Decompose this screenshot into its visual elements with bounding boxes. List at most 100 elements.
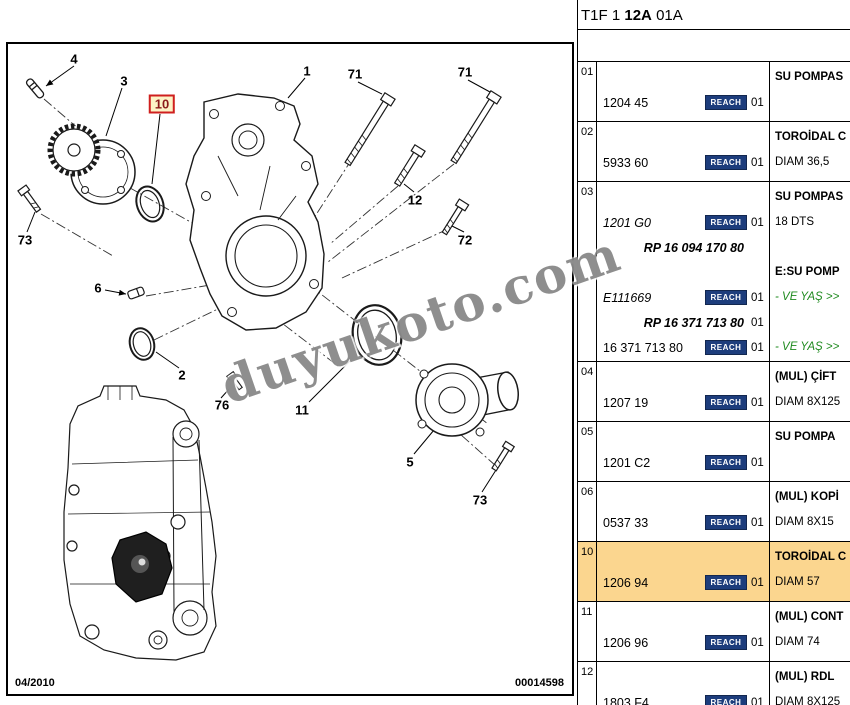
part-number: 0537 33 bbox=[603, 515, 649, 530]
reach-badge[interactable]: REACH bbox=[705, 340, 747, 355]
quantity: 01 bbox=[751, 316, 764, 329]
stud-4 bbox=[25, 78, 45, 99]
quantity: 01 bbox=[751, 696, 764, 705]
part-description: (MUL) KOPİ bbox=[775, 491, 839, 503]
part-line: 1207 19 REACH 01 bbox=[597, 390, 769, 415]
callout-73[interactable]: 73 bbox=[472, 492, 488, 508]
row-ref: 06 bbox=[578, 482, 597, 541]
bolt-73-left bbox=[17, 184, 42, 213]
part-line bbox=[597, 65, 769, 90]
part-number: 1201 G0 bbox=[603, 215, 651, 230]
leader-lines bbox=[26, 65, 497, 493]
part-description: SU POMPA bbox=[775, 431, 836, 443]
part-description bbox=[770, 235, 850, 260]
reach-badge[interactable]: REACH bbox=[705, 575, 747, 590]
callout-5[interactable]: 5 bbox=[406, 454, 414, 470]
part-description: DIAM 8X125 bbox=[775, 696, 841, 705]
header-gap bbox=[578, 30, 850, 61]
part-description: DIAM 8X15 bbox=[775, 516, 834, 528]
callout-71[interactable]: 71 bbox=[347, 66, 363, 82]
bolt-72 bbox=[441, 198, 470, 236]
reach-badge[interactable]: REACH bbox=[705, 290, 747, 305]
bolt-71-a bbox=[344, 91, 396, 167]
callout-4[interactable]: 4 bbox=[70, 51, 78, 67]
reach-badge[interactable]: REACH bbox=[705, 455, 747, 470]
callout-11[interactable]: 11 bbox=[295, 402, 309, 418]
reach-badge[interactable]: REACH bbox=[705, 395, 747, 410]
part-number: 1207 19 bbox=[603, 395, 649, 410]
page-code-suffix: 01A bbox=[656, 7, 683, 24]
quantity: 01 bbox=[751, 96, 764, 109]
part-row-06[interactable]: 06 0537 33 REACH 01 (MUL) KOPİ DIAM 8X15 bbox=[578, 482, 850, 542]
quantity: 01 bbox=[751, 396, 764, 409]
part-line: RP 16 094 170 80 bbox=[597, 235, 769, 260]
part-line bbox=[597, 185, 769, 210]
row-desc-area: SU POMPA bbox=[769, 422, 850, 481]
part-line: 1204 45 REACH 01 bbox=[597, 90, 769, 115]
reach-badge[interactable]: REACH bbox=[705, 155, 747, 170]
part-line bbox=[597, 125, 769, 150]
reach-badge[interactable]: REACH bbox=[705, 635, 747, 650]
part-line: 0537 33 REACH 01 bbox=[597, 510, 769, 535]
part-row-01[interactable]: 01 1204 45 REACH 01 SU POMPAS bbox=[578, 62, 850, 122]
page-code: T1F 1 12A 01A bbox=[578, 0, 850, 30]
callout-3[interactable]: 3 bbox=[120, 73, 128, 89]
part-description: DIAM 57 bbox=[775, 576, 820, 588]
row-ref: 05 bbox=[578, 422, 597, 481]
reach-badge[interactable]: REACH bbox=[705, 695, 747, 705]
part-number: RP 16 094 170 80 bbox=[643, 240, 744, 255]
part-line bbox=[597, 425, 769, 450]
callout-71[interactable]: 71 bbox=[457, 64, 473, 80]
row-ref: 03 bbox=[578, 182, 597, 361]
reach-badge[interactable]: REACH bbox=[705, 215, 747, 230]
part-description: (MUL) CONT bbox=[775, 611, 844, 623]
callout-76[interactable]: 76 bbox=[214, 397, 230, 413]
callout-12[interactable]: 12 bbox=[407, 192, 423, 208]
row-ref: 01 bbox=[578, 62, 597, 121]
reach-badge[interactable]: REACH bbox=[705, 95, 747, 110]
callout-10[interactable]: 10 bbox=[148, 94, 176, 114]
callout-1[interactable]: 1 bbox=[303, 63, 311, 79]
engine-block bbox=[63, 385, 217, 661]
quantity: 01 bbox=[751, 516, 764, 529]
part-number: RP 16 371 713 80 bbox=[643, 315, 744, 330]
callout-2[interactable]: 2 bbox=[178, 367, 186, 383]
page-code-group: 12A bbox=[624, 7, 652, 24]
row-ref: 12 bbox=[578, 662, 597, 705]
part-description: 18 DTS bbox=[775, 216, 814, 228]
part-line bbox=[597, 260, 769, 285]
page-code-prefix: T1F 1 bbox=[581, 7, 621, 24]
bolt-12 bbox=[393, 143, 426, 187]
bracket-housing bbox=[185, 93, 325, 331]
part-description bbox=[770, 90, 850, 115]
bolt-73-right bbox=[491, 440, 516, 472]
part-number: 1206 96 bbox=[603, 635, 649, 650]
reach-badge[interactable]: REACH bbox=[705, 515, 747, 530]
part-number: 1204 45 bbox=[603, 95, 649, 110]
part-number: 16 371 713 80 bbox=[603, 340, 683, 355]
callout-6[interactable]: 6 bbox=[94, 280, 102, 296]
row-desc-area: SU POMPAS bbox=[769, 62, 850, 121]
part-description bbox=[770, 450, 850, 475]
row-part-area: 1207 19 REACH 01 bbox=[597, 362, 769, 421]
callout-73[interactable]: 73 bbox=[17, 232, 33, 248]
callout-72[interactable]: 72 bbox=[457, 232, 473, 248]
